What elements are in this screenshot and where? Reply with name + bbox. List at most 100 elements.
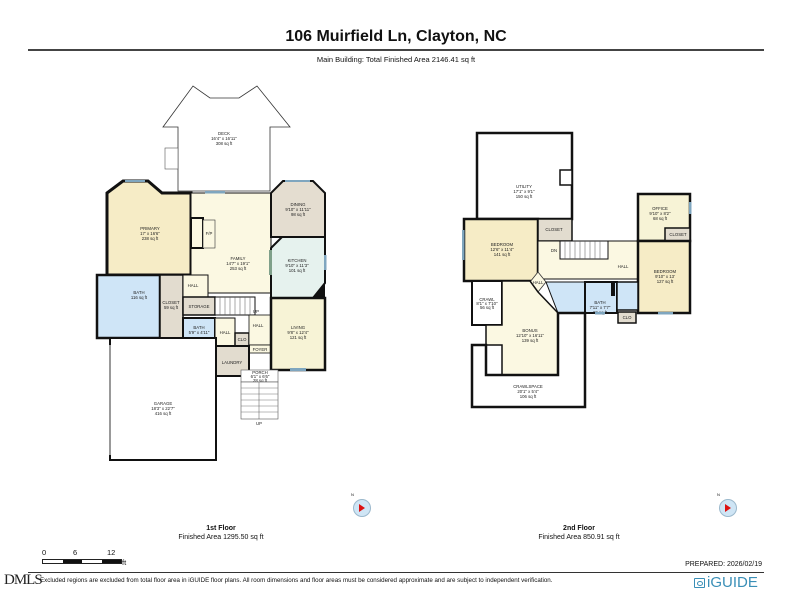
svg-text:CRAWLSPACE: CRAWLSPACE xyxy=(513,384,543,389)
room-garage xyxy=(109,337,217,461)
iguide-logo: iGUIDE xyxy=(694,574,758,591)
header-divider xyxy=(28,49,764,51)
compass-second-floor: N xyxy=(717,492,737,517)
svg-text:12'6" x 11'4": 12'6" x 11'4" xyxy=(490,247,514,252)
svg-text:238 sq ft: 238 sq ft xyxy=(142,236,159,241)
svg-text:141 sq ft: 141 sq ft xyxy=(494,252,511,257)
svg-text:F/P: F/P xyxy=(206,231,213,236)
svg-text:CRAWL: CRAWL xyxy=(479,297,495,302)
svg-text:UTILITY: UTILITY xyxy=(516,184,532,189)
svg-text:PRIMARY: PRIMARY xyxy=(140,226,160,231)
svg-text:9'10" x 13': 9'10" x 13' xyxy=(655,274,675,279)
svg-text:12'10" x 16'11": 12'10" x 16'11" xyxy=(516,333,545,338)
compass-needle-icon xyxy=(359,504,365,512)
svg-text:BATH: BATH xyxy=(193,325,204,330)
svg-text:14'7" x 19'1": 14'7" x 19'1" xyxy=(226,261,250,266)
floor-area: Finished Area 850.91 sq ft xyxy=(538,534,620,541)
svg-text:127 sq ft: 127 sq ft xyxy=(657,279,674,284)
svg-text:416 sq ft: 416 sq ft xyxy=(155,411,172,416)
svg-text:150 sq ft: 150 sq ft xyxy=(516,194,533,199)
total-area-subtitle: Main Building: Total Finished Area 2146.… xyxy=(316,55,476,64)
room-crawlspace xyxy=(470,311,587,409)
floor-area: Finished Area 1295.50 sq ft xyxy=(178,534,264,541)
svg-text:HALL: HALL xyxy=(618,264,629,269)
scale-unit: ft xyxy=(122,558,127,567)
svg-text:9'10" x 11'3": 9'10" x 11'3" xyxy=(285,263,309,268)
svg-text:116 sq ft: 116 sq ft xyxy=(131,295,148,300)
svg-text:LAUNDRY: LAUNDRY xyxy=(222,360,243,365)
compass-needle-icon xyxy=(725,504,731,512)
room-label: DECK xyxy=(218,131,230,136)
svg-text:CLO: CLO xyxy=(623,315,632,320)
svg-text:DINING: DINING xyxy=(290,202,306,207)
svg-text:16'4" x 16'11": 16'4" x 16'11" xyxy=(211,136,237,141)
svg-text:BEDROOM: BEDROOM xyxy=(491,242,514,247)
iguide-logo-icon xyxy=(694,577,705,588)
compass-first-floor: N xyxy=(351,492,371,517)
stairs-first-floor: UP xyxy=(214,296,259,316)
north-label: N xyxy=(717,492,720,497)
room-utility xyxy=(475,131,574,221)
footer-divider xyxy=(28,572,764,573)
first-floor-plan: DECK 16'4" x 16'11" 308 sq ft PRIMARY 17… xyxy=(95,85,327,461)
north-label: N xyxy=(351,492,354,497)
svg-text:121 sq ft: 121 sq ft xyxy=(290,335,307,340)
svg-text:CLO: CLO xyxy=(238,337,247,342)
disclaimer-text: Excluded regions are excluded from total… xyxy=(40,577,553,584)
porch-stairs: UP xyxy=(240,381,279,426)
svg-text:CLOSET: CLOSET xyxy=(545,227,563,232)
brand-name: iGUIDE xyxy=(707,574,758,591)
room-bedroom-right xyxy=(636,239,692,315)
svg-text:6'1" x 6'6": 6'1" x 6'6" xyxy=(251,374,270,379)
svg-text:20'1" x 5'4": 20'1" x 5'4" xyxy=(517,389,539,394)
second-floor-plan: UTILITY 17'1" x 9'1" 150 sq ft BEDROOM 1… xyxy=(462,131,692,409)
svg-text:9'10" x 8'2": 9'10" x 8'2" xyxy=(649,211,671,216)
first-floor-caption: 1st Floor Finished Area 1295.50 sq ft xyxy=(121,524,321,542)
svg-text:5'9" x 4'11": 5'9" x 4'11" xyxy=(189,330,210,335)
svg-text:PORCH: PORCH xyxy=(252,370,268,375)
svg-text:GARAGE: GARAGE xyxy=(154,401,173,406)
room-primary-bath xyxy=(95,273,162,340)
svg-text:17'1" x 9'1": 17'1" x 9'1" xyxy=(513,189,535,194)
room-dining xyxy=(270,180,326,238)
room-hall-3 xyxy=(248,314,272,346)
svg-text:LIVING: LIVING xyxy=(291,325,306,330)
stairs-second-floor: DN xyxy=(551,240,609,260)
svg-text:HALL: HALL xyxy=(220,330,231,335)
svg-text:BONUS: BONUS xyxy=(522,328,537,333)
scale-tick: 0 xyxy=(42,548,47,557)
svg-text:BATH: BATH xyxy=(594,300,605,305)
dmls-watermark: DMLS xyxy=(4,572,43,588)
page-title: 106 Muirfield Ln, Clayton, NC xyxy=(285,28,507,45)
scale-bar: 0 6 12 ft xyxy=(42,548,142,567)
room-deck xyxy=(162,85,291,192)
svg-text:308 sq ft: 308 sq ft xyxy=(216,141,233,146)
svg-text:28 sq ft: 28 sq ft xyxy=(253,378,268,383)
svg-text:7'11" x 7'7": 7'11" x 7'7" xyxy=(590,305,611,310)
svg-text:98 sq ft: 98 sq ft xyxy=(291,212,306,217)
svg-text:FOYER: FOYER xyxy=(253,347,268,352)
scale-tick: 12 xyxy=(107,548,116,557)
svg-text:STORAGE: STORAGE xyxy=(189,304,210,309)
svg-text:DN: DN xyxy=(551,248,557,253)
svg-text:253 sq ft: 253 sq ft xyxy=(230,266,247,271)
svg-text:9'8" x 12'4": 9'8" x 12'4" xyxy=(287,330,309,335)
svg-text:17' x 16'6": 17' x 16'6" xyxy=(140,231,160,236)
svg-text:CLOSET: CLOSET xyxy=(162,300,180,305)
svg-text:UP: UP xyxy=(256,421,262,426)
svg-text:OFFICE: OFFICE xyxy=(652,206,668,211)
svg-text:106 sq ft: 106 sq ft xyxy=(520,394,537,399)
svg-text:56 sq ft: 56 sq ft xyxy=(480,305,495,310)
svg-text:HALL: HALL xyxy=(188,283,199,288)
svg-text:HALL: HALL xyxy=(253,323,264,328)
svg-text:HALL: HALL xyxy=(533,280,544,285)
svg-text:8'1" x 7'10": 8'1" x 7'10" xyxy=(476,301,498,306)
scale-tick: 6 xyxy=(73,548,78,557)
svg-text:68 sq ft: 68 sq ft xyxy=(653,216,668,221)
svg-text:9'10" x 11'11": 9'10" x 11'11" xyxy=(285,207,311,212)
svg-text:18'3" x 22'7": 18'3" x 22'7" xyxy=(151,406,175,411)
svg-text:KITCHEN: KITCHEN xyxy=(288,258,307,263)
svg-text:UP: UP xyxy=(253,309,259,314)
svg-text:139 sq ft: 139 sq ft xyxy=(522,338,539,343)
